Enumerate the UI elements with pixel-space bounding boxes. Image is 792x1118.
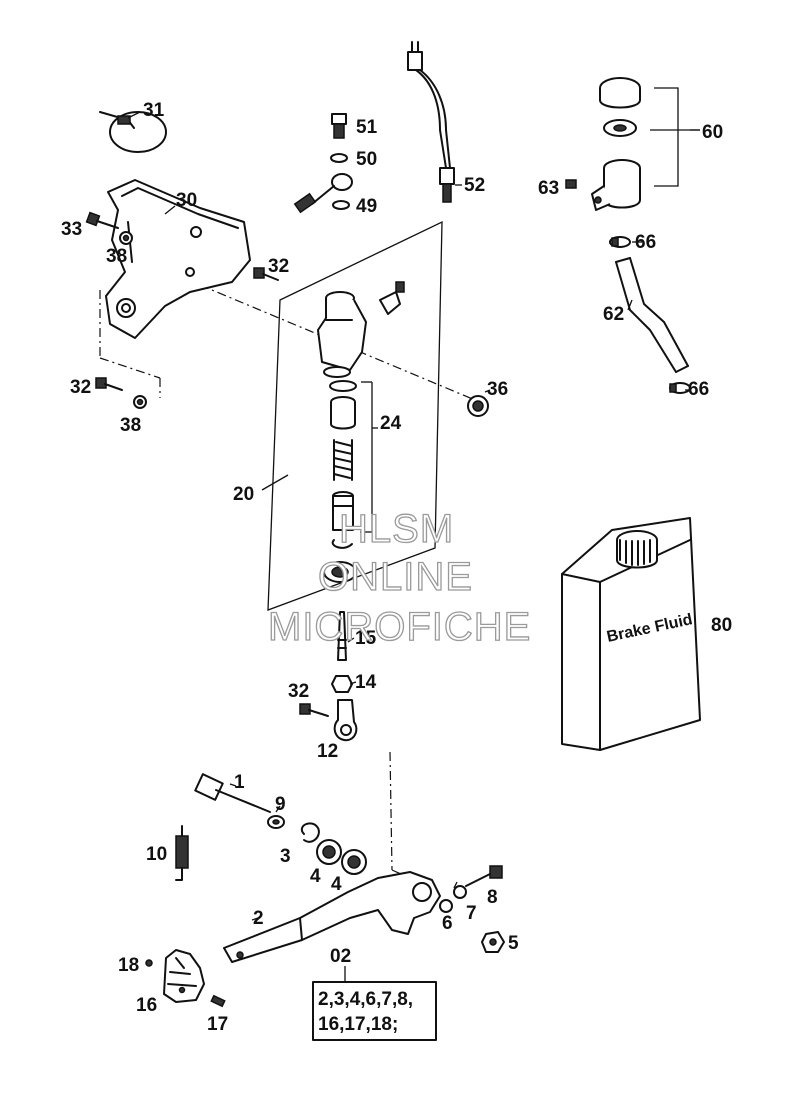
- callout-66-lower: 66: [688, 379, 709, 400]
- kit-line-1: 2,3,4,6,7,8,: [318, 989, 413, 1010]
- kit-number: 02: [330, 946, 351, 967]
- spring-10: [175, 825, 189, 881]
- washer-9: [267, 815, 285, 829]
- bearing-4b: [341, 849, 367, 875]
- watermark-line-2: ONLINE: [318, 555, 473, 599]
- callout-36: 36: [487, 379, 508, 400]
- master-cylinder-panel: [261, 220, 443, 611]
- reservoir-cap: [599, 77, 641, 109]
- callout-80: 80: [711, 615, 732, 636]
- callout-14: 14: [355, 672, 377, 693]
- hose-62: [615, 257, 689, 373]
- brake-pedal-2: [223, 871, 441, 963]
- nut-38-upper: [119, 231, 133, 245]
- callout-63: 63: [538, 178, 559, 199]
- callout-62: 62: [603, 304, 624, 325]
- callout-4b: 4: [331, 874, 342, 895]
- bearing-4a: [316, 839, 342, 865]
- reservoir-body: [591, 159, 641, 211]
- bolt-32-upper: [253, 267, 279, 281]
- grommet-36: [467, 395, 489, 417]
- callout-8: 8: [487, 887, 498, 908]
- hose-elbow: [379, 281, 405, 315]
- reservoir-diaphragm: [603, 119, 637, 137]
- screw-63: [565, 179, 577, 189]
- callout-31: 31: [143, 100, 165, 121]
- screw-17: [210, 994, 226, 1008]
- callout-10: 10: [146, 844, 167, 865]
- kit-box: 02 2,3,4,6,7,8, 16,17,18;: [312, 946, 437, 1041]
- callout-9: 9: [275, 794, 286, 815]
- sleeve: [330, 396, 356, 430]
- push-rod-15: [337, 611, 347, 661]
- callout-32-lower: 32: [70, 377, 91, 398]
- callout-24: 24: [380, 413, 402, 434]
- callout-50: 50: [356, 149, 377, 170]
- reference-lines: [99, 284, 476, 879]
- callout-20: 20: [233, 484, 254, 505]
- clamp-66-lower: [669, 382, 691, 394]
- watermark-line-1: HLSM: [339, 507, 454, 551]
- callout-33: 33: [61, 219, 82, 240]
- callout-51: 51: [356, 117, 378, 138]
- callout-4a: 4: [310, 866, 321, 887]
- o-ring: [329, 380, 357, 392]
- bolt-8: [465, 865, 503, 887]
- callout-17: 17: [207, 1014, 228, 1035]
- boot: [323, 561, 357, 583]
- callout-1: 1: [234, 772, 245, 793]
- banjo-fitting: [293, 173, 353, 214]
- kit-line-2: 16,17,18;: [318, 1014, 398, 1035]
- callout-6: 6: [442, 913, 453, 934]
- washer-49: [332, 200, 350, 210]
- watermark: HLSM ONLINE MICROFICHE: [267, 506, 531, 649]
- clevis-12: [333, 699, 358, 742]
- callout-7: 7: [466, 903, 477, 924]
- pin-18: [145, 959, 153, 967]
- callout-5: 5: [508, 933, 519, 954]
- callout-16: 16: [136, 995, 157, 1016]
- circlip: [331, 539, 353, 549]
- washer-7: [453, 885, 467, 899]
- clamp-66-upper: [609, 236, 631, 248]
- callout-38-lower: 38: [120, 415, 141, 436]
- washer-50: [330, 153, 348, 163]
- callout-60: 60: [702, 122, 723, 143]
- callout-2: 2: [253, 908, 264, 929]
- washer-6: [439, 899, 453, 913]
- master-cylinder-body: [317, 291, 367, 378]
- callout-15: 15: [355, 628, 377, 649]
- callout-38-upper: 38: [106, 246, 127, 267]
- brake-fluid-can-80: Brake Fluid: [561, 517, 701, 751]
- bracket-60: [650, 87, 700, 187]
- callouts: 31 30 33 38 32 32 38 51 50 49 52 60 63 6…: [61, 100, 732, 1035]
- bolt-32-clevis: [299, 703, 329, 717]
- banjo-bolt-51: [331, 113, 347, 139]
- callout-49: 49: [356, 196, 377, 217]
- brake-light-switch-52: [407, 41, 455, 203]
- spring: [333, 439, 353, 481]
- nut-14: [331, 675, 353, 693]
- piston: [332, 491, 354, 531]
- cable-tie-31: [99, 111, 167, 153]
- callout-32-clevis: 32: [288, 681, 309, 702]
- leader-lines: [127, 111, 700, 921]
- callout-66-upper: 66: [635, 232, 656, 253]
- callout-30: 30: [176, 190, 197, 211]
- callout-12: 12: [317, 741, 338, 762]
- watermark-line-3: MICROFICHE: [268, 605, 531, 649]
- callout-3: 3: [280, 846, 291, 867]
- callout-18: 18: [118, 955, 139, 976]
- pivot-bolt-1: [194, 773, 271, 813]
- nut-38-lower: [133, 395, 147, 409]
- nut-5: [481, 931, 505, 953]
- callout-52: 52: [464, 175, 485, 196]
- bolt-32-lower: [95, 377, 123, 391]
- bolt-33: [85, 211, 119, 229]
- circlip-3: [300, 822, 320, 843]
- footrest-16: [163, 949, 205, 1003]
- callout-32-upper: 32: [268, 256, 289, 277]
